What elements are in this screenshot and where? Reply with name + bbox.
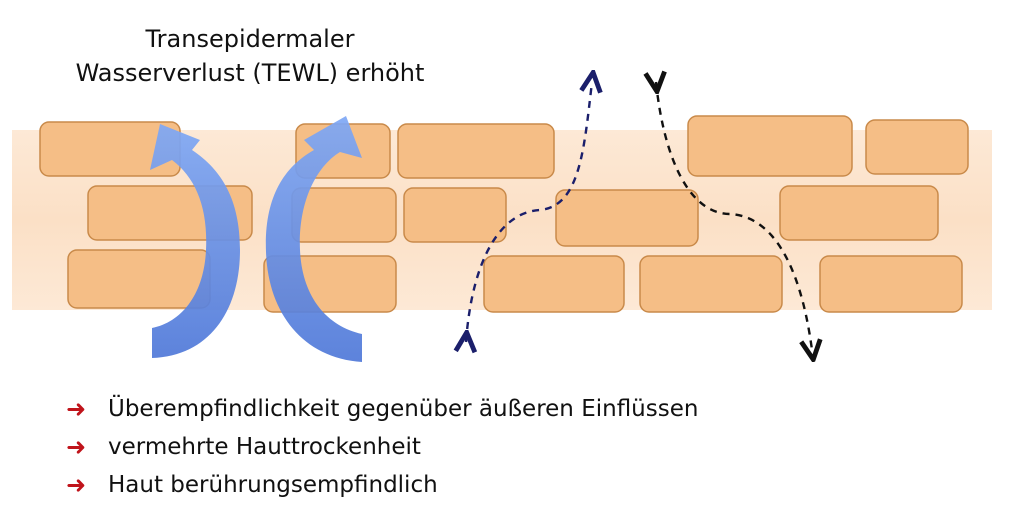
water-loss-arrow-left — [150, 124, 240, 358]
brick — [687, 115, 853, 177]
brick — [67, 249, 211, 309]
brick — [403, 187, 507, 243]
dashed-black-arrow — [656, 82, 812, 350]
brick — [779, 185, 939, 241]
title-line-1: Transepidermaler — [145, 25, 355, 53]
water-loss-arrow-right — [265, 116, 362, 362]
brick — [397, 123, 555, 179]
list-item: ➜ Überempfindlichkeit gegenüber äußeren … — [66, 390, 698, 428]
brick — [291, 187, 397, 243]
arrow-right-icon: ➜ — [66, 395, 87, 423]
brick — [555, 189, 699, 247]
brick — [639, 255, 783, 313]
arrow-right-icon: ➜ — [66, 433, 87, 461]
title-line-2: Wasserverlust (TEWL) erhöht — [75, 59, 425, 87]
list-item-text: Überempfindlichkeit gegenüber äußeren Ei… — [108, 396, 699, 422]
consequence-list: ➜ Überempfindlichkeit gegenüber äußeren … — [66, 390, 698, 504]
list-item: ➜ vermehrte Hauttrockenheit — [66, 428, 698, 466]
arrow-right-icon: ➜ — [66, 471, 87, 499]
dashed-navy-arrow — [466, 82, 592, 342]
diagram-title: Transepidermaler Wasserverlust (TEWL) er… — [60, 22, 440, 90]
list-item: ➜ Haut berührungsempfindlich — [66, 466, 698, 504]
list-item-text: vermehrte Hauttrockenheit — [108, 434, 421, 460]
brick — [819, 255, 963, 313]
brick — [483, 255, 625, 313]
brick — [865, 119, 969, 175]
list-item-text: Haut berührungsempfindlich — [108, 472, 438, 498]
